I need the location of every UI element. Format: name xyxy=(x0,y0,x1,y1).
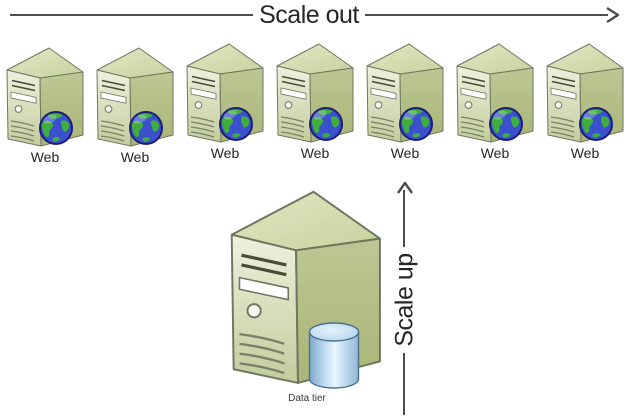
globe-icon xyxy=(129,111,163,145)
scale-out-label: Scale out xyxy=(259,1,359,29)
web-server-label: Web xyxy=(570,145,600,161)
web-server-item: Web xyxy=(360,40,450,170)
web-server-icon xyxy=(186,43,264,143)
scale-up-line-bottom xyxy=(403,353,405,415)
scale-up-label: Scale up xyxy=(390,253,419,347)
web-server-label: Web xyxy=(480,145,510,161)
web-server-icon xyxy=(6,47,84,147)
web-server-label: Web xyxy=(300,145,330,161)
web-server-item: Web xyxy=(0,40,90,170)
web-server-icon xyxy=(366,43,444,143)
data-tier-server-icon xyxy=(230,190,382,389)
globe-icon xyxy=(579,107,613,141)
scale-out-line-left xyxy=(10,14,254,16)
web-server-item: Web xyxy=(540,40,630,170)
database-cylinder-icon xyxy=(308,322,360,389)
globe-icon xyxy=(399,107,433,141)
web-server-label: Web xyxy=(210,145,240,161)
web-server-item: Web xyxy=(450,40,540,170)
web-server-icon xyxy=(546,43,624,143)
scale-up-arrow: Scale up xyxy=(390,181,419,415)
web-server-item: Web xyxy=(90,40,180,170)
scale-up-line-top xyxy=(403,190,405,247)
globe-icon xyxy=(309,107,343,141)
globe-icon xyxy=(489,107,523,141)
scale-out-line-right xyxy=(364,14,608,16)
web-server-icon xyxy=(96,47,174,147)
web-server-row: Web Web Web xyxy=(0,40,630,170)
web-server-label: Web xyxy=(30,149,60,165)
web-server-item: Web xyxy=(180,40,270,170)
data-tier-label: Data tier xyxy=(288,393,326,404)
web-server-label: Web xyxy=(120,149,150,165)
arrow-up-icon xyxy=(397,181,413,194)
scale-out-arrow: Scale out xyxy=(10,1,620,29)
web-server-icon xyxy=(276,43,354,143)
web-server-item: Web xyxy=(270,40,360,170)
web-server-icon xyxy=(456,43,534,143)
arrow-right-icon xyxy=(606,6,620,24)
web-server-label: Web xyxy=(390,145,420,161)
globe-icon xyxy=(39,111,73,145)
globe-icon xyxy=(219,107,253,141)
